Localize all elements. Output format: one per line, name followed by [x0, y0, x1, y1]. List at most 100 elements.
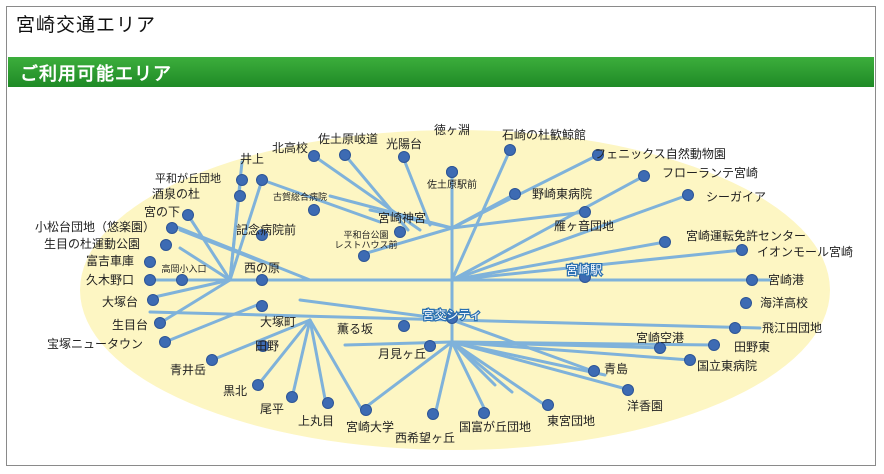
stop-dot: [446, 166, 458, 178]
route-line: [358, 226, 454, 257]
stop-dot: [729, 322, 741, 334]
stop-label: 宮崎駅: [566, 262, 602, 277]
stop-label: 薫る坂: [337, 322, 373, 336]
stop-dot: [579, 206, 591, 218]
stop-dot: [504, 144, 516, 156]
stop-label: 飛江田団地: [762, 321, 822, 335]
stop-dots: [144, 144, 758, 420]
route-line: [158, 278, 232, 325]
stop-label: 宮崎港: [768, 272, 804, 287]
route-line: [343, 153, 410, 232]
stop-dot: [740, 297, 752, 309]
stop-label: 黒北: [223, 384, 247, 398]
route-line: [308, 318, 364, 412]
route-line: [450, 340, 547, 407]
stop-label: 宮交シティ: [422, 307, 481, 322]
stop-label: 平和が丘団地: [155, 171, 221, 185]
stop-label: 光陽台: [386, 136, 422, 151]
stop-dot: [176, 274, 188, 286]
stop-dot: [509, 188, 521, 200]
stop-label: 久木野口: [86, 273, 134, 287]
route-line: [450, 193, 690, 282]
route-line: [450, 148, 512, 282]
stop-label: 古賀総合病院: [273, 191, 327, 203]
stop-dot: [286, 391, 298, 403]
stop-label: 上丸目: [298, 414, 334, 428]
stop-dot: [398, 320, 410, 332]
route-line: [450, 340, 717, 347]
stop-dot: [736, 244, 748, 256]
stop-label: 田野: [255, 339, 279, 353]
route-line: [450, 240, 667, 282]
stop-dot: [654, 342, 666, 354]
route-line: [450, 210, 587, 230]
stop-label: 徳ヶ淵: [434, 122, 470, 137]
stop-dot: [147, 294, 159, 306]
stop-dot: [154, 317, 166, 329]
stop-dot: [592, 149, 604, 161]
stop-label: 大塚台: [102, 294, 138, 309]
route-line: [163, 301, 264, 344]
stop-dot: [394, 226, 406, 238]
stop-dot: [236, 174, 248, 186]
stop-dot: [144, 274, 156, 286]
stop-dot: [308, 150, 320, 162]
stop-label: 西の原: [244, 261, 280, 275]
route-line: [450, 340, 607, 377]
stop-dot: [446, 312, 458, 324]
stop-dot: [427, 408, 439, 420]
stop-label: 酒泉の杜: [152, 186, 200, 201]
stop-label: 宮崎神宮: [378, 210, 426, 225]
stop-dot: [684, 354, 696, 366]
stop-label: イオンモール宮崎: [757, 244, 853, 259]
stop-dot: [638, 170, 650, 182]
stop-label: シーガイア: [706, 190, 766, 204]
stop-dot: [257, 340, 269, 352]
stop-label: 北高校: [272, 140, 308, 155]
stop-label: 平和台公園レストハウス前: [334, 229, 397, 251]
stop-dot: [358, 250, 370, 262]
stop-label: 宮崎空港: [636, 330, 684, 345]
route-line: [228, 178, 264, 282]
stop-label: 青島: [604, 361, 628, 376]
route-line: [178, 228, 264, 264]
stop-dot: [398, 151, 410, 163]
route-line: [290, 318, 312, 400]
route-line: [266, 180, 382, 224]
route-line: [210, 318, 312, 362]
stop-dot: [360, 404, 372, 416]
stop-label: 小松台団地（悠楽園）: [35, 219, 155, 234]
stop-dot: [206, 354, 218, 366]
route-line: [312, 154, 422, 232]
stop-label: 宝塚ニュータウン: [47, 337, 143, 351]
stop-label: 石崎の杜歓鯨館: [502, 127, 586, 142]
stop-label: 雁ヶ音団地: [554, 218, 614, 233]
banner-label: ご利用可能エリア: [20, 64, 172, 85]
stop-dot: [256, 229, 268, 241]
stop-label: 東宮団地: [547, 413, 595, 428]
stop-dot: [424, 340, 436, 352]
route-line: [308, 318, 328, 406]
stop-dot: [339, 149, 351, 161]
route-line: [450, 248, 744, 282]
route-line: [360, 340, 454, 412]
stop-dot: [182, 209, 194, 221]
stop-label: 田野東: [734, 340, 770, 354]
route-line: [148, 310, 454, 322]
stop-label: 大塚町: [260, 315, 296, 329]
stop-label: 野崎東病院: [532, 186, 592, 201]
stop-label: 高岡小入口: [161, 263, 206, 275]
stop-dot: [159, 336, 171, 348]
stop-dot: [256, 300, 268, 312]
route-line: [186, 213, 232, 282]
stop-label: 青井岳: [170, 363, 206, 377]
stop-label: 洋香園: [627, 398, 663, 413]
stop-label: フローランテ宮崎: [662, 165, 758, 180]
route-line: [401, 155, 432, 227]
stop-dot: [542, 399, 554, 411]
stop-dot: [234, 190, 246, 202]
stop-dot: [256, 274, 268, 286]
route-line: [178, 246, 232, 282]
stop-label: 宮崎運転免許センター: [686, 228, 806, 243]
